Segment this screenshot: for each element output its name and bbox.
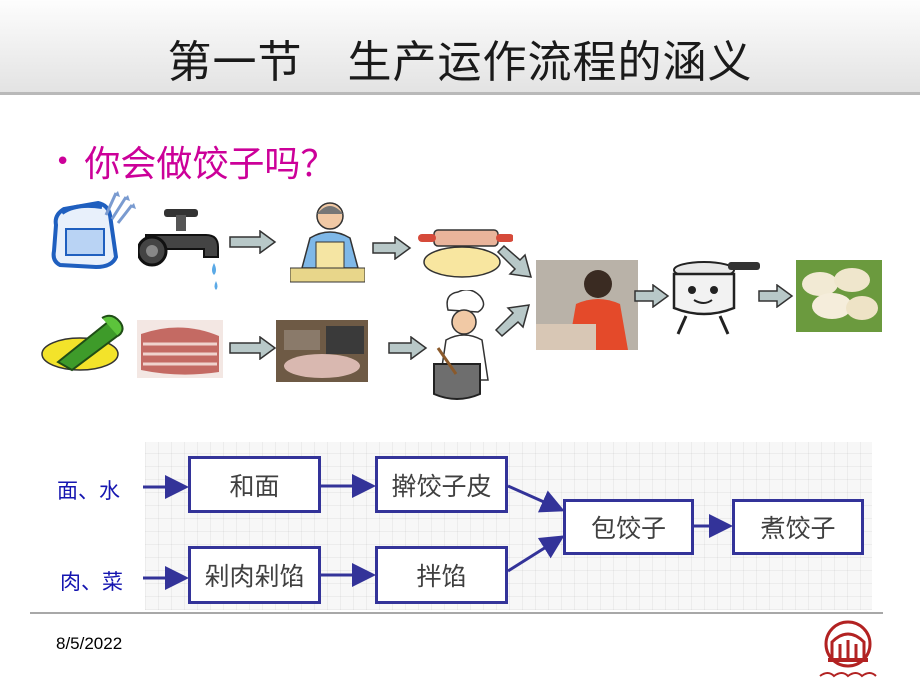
chopping-meat-photo [276,320,368,382]
input-label-flour-water: 面、水 [57,479,120,503]
rolling-pin-dough-icon [418,229,513,278]
step-roll-wrappers: 擀饺子皮 [375,456,508,513]
step-wrap-dumplings: 包饺子 [563,499,694,555]
dumplings-plate-photo [796,260,882,332]
title-divider [0,92,920,95]
process-arrow [494,304,531,338]
raw-meat-icon [137,320,223,378]
input-label-meat-veg: 肉、菜 [60,570,123,594]
step-boil-dumplings: 煮饺子 [732,499,864,555]
page-title: 第一节 生产运作流程的涵义 [167,37,753,88]
title-band [0,0,920,92]
cartoon-pot-icon [672,261,760,335]
slide-date: 8/5/2022 [56,634,123,653]
process-arrow [634,284,670,308]
step-mix-dough: 和面 [188,456,321,513]
flour-bag-icon [51,191,136,270]
step-chop-filling: 剁肉剁馅 [188,546,321,604]
step-mix-filling: 拌馅 [375,546,508,604]
process-arrow [229,336,277,360]
bullet-dot-icon: • [55,147,71,177]
bullet-item: • 你会做饺子吗？ [55,135,336,187]
process-arrow [496,244,533,278]
faucet-icon [138,209,219,290]
process-arrow [372,236,412,260]
footer-divider [30,612,883,614]
school-logo-icon [819,620,877,678]
process-arrow [229,230,277,254]
person-wrapping-photo [536,260,638,350]
chef-stirring-pot-icon [433,290,489,400]
process-arrow [388,336,428,360]
vegetable-icon [41,314,124,372]
process-arrow [758,284,794,308]
bullet-text: 你会做饺子吗？ [84,144,337,185]
kneading-woman-icon [290,202,365,283]
